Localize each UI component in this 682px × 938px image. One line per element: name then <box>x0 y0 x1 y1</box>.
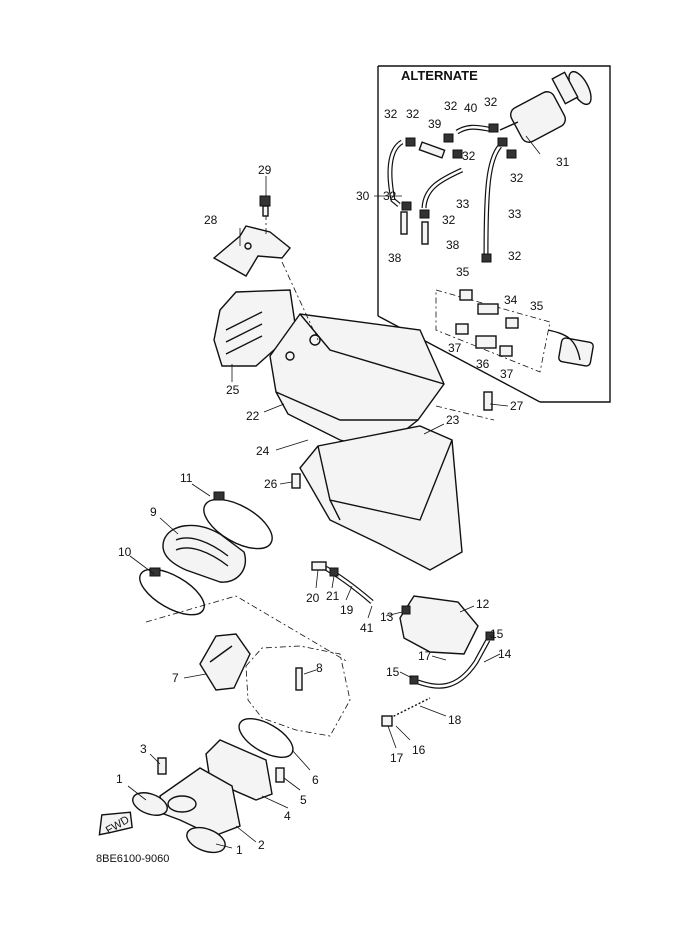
callout: 18 <box>448 713 462 727</box>
callout: 15 <box>490 627 504 641</box>
alternate-title: ALTERNATE <box>401 68 478 83</box>
callout: 35 <box>456 265 470 279</box>
callout: 39 <box>428 117 442 131</box>
callout: 32 <box>508 249 522 263</box>
drawing-code: 8BE6100-9060 <box>96 853 169 865</box>
callout: 6 <box>312 773 319 787</box>
part-2-manifold <box>159 767 241 837</box>
part-31-filter <box>499 70 592 143</box>
leader-lines <box>127 135 541 849</box>
callout: 19 <box>340 603 354 617</box>
callout: 17 <box>390 751 404 765</box>
part-17-clip <box>381 715 393 727</box>
part-1-gasket-a <box>132 792 168 816</box>
callout: 11 <box>180 471 193 485</box>
part-26-bolt <box>291 473 301 489</box>
callout: 12 <box>476 597 490 611</box>
callout: 15 <box>386 665 400 679</box>
part-28-bracket <box>212 214 291 277</box>
callout: 17 <box>418 649 432 663</box>
callout: 33 <box>508 207 522 221</box>
engine-outline <box>245 645 351 737</box>
callout: 4 <box>284 809 291 823</box>
inset-hoses <box>387 124 594 367</box>
part-6-clamp <box>238 718 294 758</box>
callout: 34 <box>504 293 518 307</box>
callout: 35 <box>530 299 544 313</box>
callout: 32 <box>384 107 398 121</box>
part-5-bolt <box>275 767 285 783</box>
callout: 23 <box>446 413 460 427</box>
callout: 13 <box>380 610 394 624</box>
callout: 24 <box>256 444 270 458</box>
callout: 31 <box>556 155 570 169</box>
callout: 1 <box>236 843 243 857</box>
callout: 1 <box>116 772 123 786</box>
part-1-gasket-b <box>186 826 226 854</box>
callout: 8 <box>316 661 323 675</box>
callout: 16 <box>412 743 426 757</box>
callout: 41 <box>360 621 374 635</box>
callout: 32 <box>383 189 397 203</box>
callout: 33 <box>456 197 470 211</box>
callout: 32 <box>444 99 458 113</box>
part-27-bolt <box>483 391 493 411</box>
inset-fittings <box>435 289 551 373</box>
part-11-clamp <box>203 491 273 550</box>
callout: 3 <box>140 742 147 756</box>
callout: 28 <box>204 213 218 227</box>
callout: 32 <box>462 149 476 163</box>
callout: 32 <box>484 95 498 109</box>
callout: 38 <box>388 251 402 265</box>
part-10-clamp <box>139 567 205 616</box>
callout: 29 <box>258 163 272 177</box>
callout: 37 <box>448 341 462 355</box>
callout: 32 <box>510 171 524 185</box>
callout: 2 <box>258 838 265 852</box>
callout: 25 <box>226 383 240 397</box>
part-9-boot <box>162 524 247 583</box>
callouts: 1 1 2 3 4 5 6 7 8 9 10 11 12 13 14 15 15… <box>116 95 570 857</box>
part-3-bolt <box>157 757 167 775</box>
callout: 26 <box>264 477 278 491</box>
dash-boot-group <box>145 595 349 663</box>
callout: 36 <box>476 357 490 371</box>
callout: 27 <box>510 399 524 413</box>
callout: 30 <box>356 189 370 203</box>
callout: 21 <box>326 589 340 603</box>
part-20-fitting <box>311 561 327 571</box>
callout: 32 <box>442 213 456 227</box>
part-8-pin <box>295 667 303 691</box>
air-box <box>269 261 445 451</box>
callout: 20 <box>306 591 320 605</box>
callout: 37 <box>500 367 514 381</box>
callout: 32 <box>406 107 420 121</box>
callout: 14 <box>498 647 512 661</box>
callout: 40 <box>464 101 478 115</box>
callout: 22 <box>246 409 260 423</box>
part-7-throttle <box>199 633 251 691</box>
inset-clamps <box>401 123 517 263</box>
callout: 10 <box>118 545 132 559</box>
part-23-lower-box <box>299 405 495 571</box>
fwd-arrow-icon: FWD <box>98 811 133 837</box>
part-29-bolt <box>259 195 271 217</box>
callout: 5 <box>300 793 307 807</box>
part-21-clamp <box>329 567 339 577</box>
part-12-fuel-pump <box>399 595 479 655</box>
part-15-clamp-a <box>409 675 419 685</box>
part-18-spring <box>389 697 431 719</box>
callout: 38 <box>446 238 460 252</box>
callout: 9 <box>150 505 157 519</box>
callout: 7 <box>172 671 179 685</box>
